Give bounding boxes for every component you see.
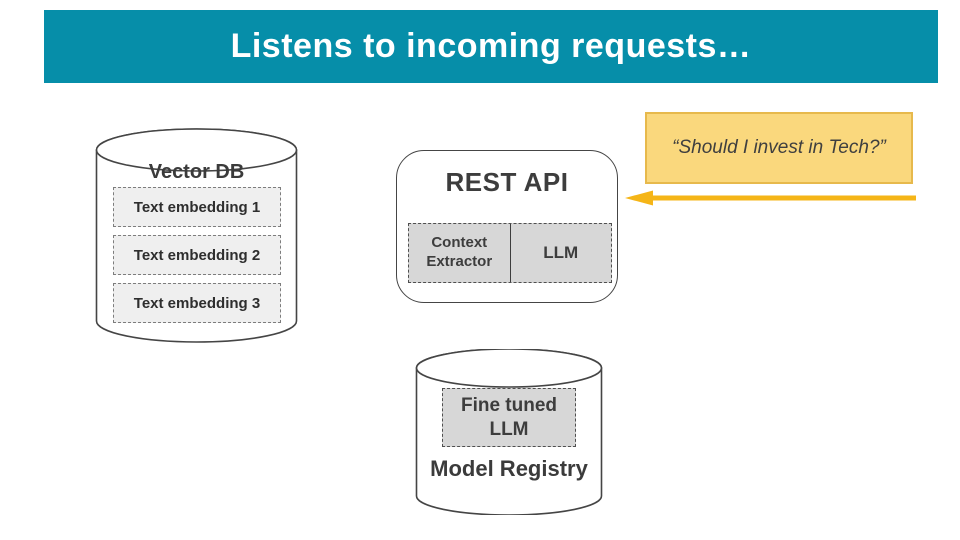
- slide-title-banner: Listens to incoming requests…: [44, 10, 938, 83]
- vector-db-cylinder: Vector DB Text embedding 1 Text embeddin…: [95, 128, 298, 343]
- request-quote-box: “Should I invest in Tech?”: [645, 112, 913, 184]
- context-extractor-cell: Context Extractor: [409, 224, 511, 282]
- llm-cell: LLM: [543, 243, 579, 262]
- rest-api-box: REST API Context Extractor LLM: [396, 150, 618, 303]
- rest-api-components: Context Extractor LLM: [408, 223, 612, 283]
- vector-db-title: Vector DB: [148, 161, 245, 183]
- text-embedding-item: Text embedding 3: [113, 283, 281, 323]
- slide-title: Listens to incoming requests…: [230, 27, 752, 65]
- model-registry-cylinder: Fine tuned LLM Model Registry: [415, 349, 603, 515]
- request-quote-text: “Should I invest in Tech?”: [672, 137, 886, 158]
- text-embedding-item: Text embedding 2: [113, 235, 281, 275]
- model-registry-title: Model Registry: [430, 456, 588, 481]
- fine-tuned-llm-box: Fine tuned LLM: [442, 388, 576, 447]
- incoming-request-arrow-icon: [625, 190, 916, 206]
- rest-api-title: REST API: [445, 167, 569, 197]
- text-embedding-item: Text embedding 1: [113, 187, 281, 227]
